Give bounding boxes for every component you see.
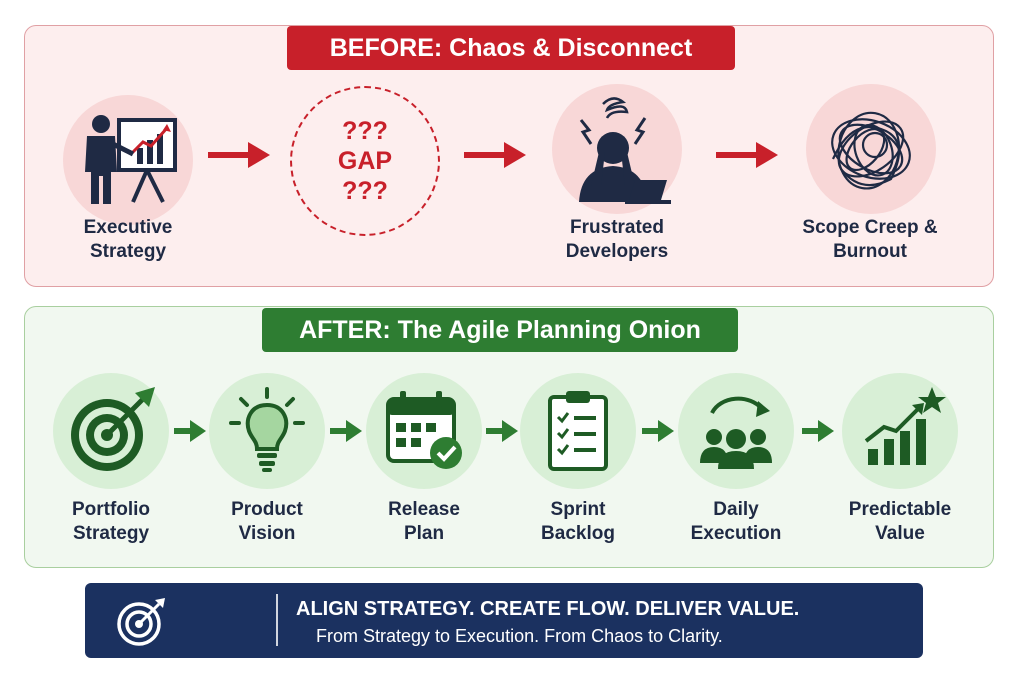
footer-headline: ALIGN STRATEGY. CREATE FLOW. DELIVER VAL…	[296, 598, 800, 620]
after-title: AFTER: The Agile Planning Onion	[262, 308, 738, 352]
presenter-chart-icon	[85, 115, 177, 204]
frustrated-developers-label: Frustrated Developers	[565, 217, 669, 262]
before-title: BEFORE: Chaos & Disconnect	[287, 26, 735, 70]
lightbulb-icon	[229, 387, 305, 472]
gap-question-top: ???	[342, 117, 388, 145]
release-plan-node	[366, 373, 482, 489]
target-icon	[117, 598, 165, 646]
arrow-right-icon	[486, 420, 518, 442]
arrow-right-icon	[716, 142, 778, 168]
arrow-right-icon	[174, 420, 206, 442]
arrow-right-icon	[642, 420, 674, 442]
executive-strategy-label: Executive Strategy	[83, 217, 173, 262]
product-vision-node	[209, 373, 325, 489]
gap-question-bottom: ???	[342, 177, 388, 205]
team-cycle-icon	[700, 396, 772, 469]
gap-dashed-circle: ??? GAP ???	[290, 86, 440, 236]
footer-banner	[85, 583, 923, 658]
arrow-right-icon	[208, 142, 270, 168]
frustrated-developers-node	[552, 84, 682, 214]
executive-strategy-node	[63, 95, 193, 225]
arrow-right-icon	[464, 142, 526, 168]
growth-chart-star-icon	[864, 387, 946, 465]
sprint-backlog-label: Sprint Backlog	[541, 499, 615, 544]
predictable-value-label: Predictable Value	[848, 499, 952, 544]
clipboard-checklist-icon	[548, 391, 608, 471]
scope-creep-burnout-node	[806, 84, 936, 214]
predictable-value-node	[842, 373, 958, 489]
gap-label: GAP	[337, 147, 393, 175]
portfolio-strategy-node	[53, 373, 169, 489]
arrow-right-icon	[802, 420, 834, 442]
arrow-right-icon	[330, 420, 362, 442]
portfolio-strategy-label: Portfolio Strategy	[71, 499, 151, 544]
release-plan-label: Release Plan	[388, 499, 460, 544]
target-icon	[71, 387, 155, 471]
product-vision-label: Product Vision	[231, 499, 303, 544]
scope-creep-burnout-label: Scope Creep & Burnout	[802, 217, 938, 262]
footer-divider	[276, 594, 278, 646]
stressed-developer-icon	[579, 97, 671, 204]
sprint-backlog-node	[520, 373, 636, 489]
daily-execution-label: Daily Execution	[690, 499, 782, 544]
daily-execution-node	[678, 373, 794, 489]
tangled-scribble-icon	[831, 111, 911, 190]
calendar-check-icon	[386, 391, 462, 469]
footer-subline: From Strategy to Execution. From Chaos t…	[316, 626, 723, 646]
